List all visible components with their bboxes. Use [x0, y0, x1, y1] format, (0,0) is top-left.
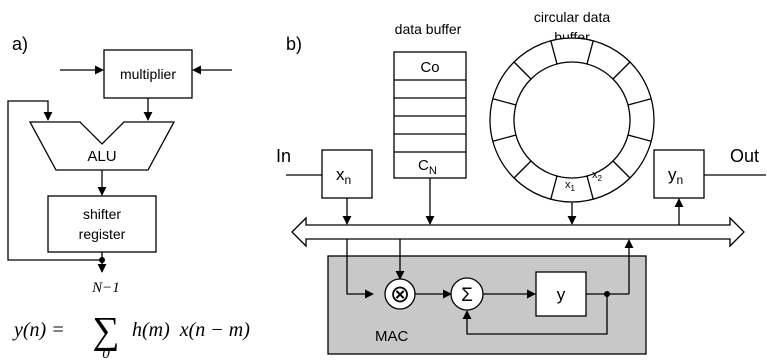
- panel-a-label: a): [12, 34, 28, 54]
- ring-segment-divider: [550, 40, 558, 65]
- xn-label: xn: [336, 165, 351, 187]
- circular-buffer-segments: [492, 40, 652, 200]
- circular-buffer-title-line1: circular data: [534, 9, 610, 25]
- mac-label: MAC: [375, 328, 409, 345]
- ring-segment-divider: [550, 175, 558, 200]
- shifter-label-line2: register: [79, 226, 126, 242]
- multiplier-box: [103, 49, 193, 99]
- ring-segment-divider: [612, 61, 631, 80]
- accumulator-feedback-arrow: [462, 294, 608, 335]
- formula-rhs: h(m) x(n − m): [132, 319, 250, 341]
- ring-segment-divider: [627, 98, 652, 106]
- ring-segment-divider: [627, 134, 652, 142]
- ring-segment-divider: [586, 175, 594, 200]
- formula-lhs: y(n) =: [12, 319, 65, 341]
- circ-x1-label: x1: [565, 179, 576, 193]
- data-buffer-box: [393, 51, 467, 179]
- data-buffer-title: data buffer: [395, 21, 462, 37]
- y-register-label: y: [557, 285, 566, 304]
- ring-segment-divider: [492, 98, 517, 106]
- ring-segment-divider: [612, 160, 631, 179]
- mac-region: [327, 255, 647, 355]
- ring-segment-divider: [586, 40, 594, 65]
- xn-to-multiplier-arrow: [346, 239, 374, 299]
- convolution-formula: y(n) = N−1 ∑ 0 h(m) x(n − m): [12, 280, 250, 362]
- shifter-label-line1: shifter: [83, 206, 121, 222]
- ring-segment-divider: [492, 134, 517, 142]
- in-label: In: [276, 146, 291, 166]
- buffer-bottom-label: CN: [418, 157, 437, 177]
- ring-segment-divider: [513, 61, 532, 80]
- multiply-symbol: ⊗: [390, 281, 410, 308]
- sum-symbol: Σ: [461, 285, 473, 306]
- shifter-register-box: [47, 195, 157, 253]
- panel-a: a) multiplier ALU shifter register y(n) …: [7, 34, 250, 362]
- panel-b-label: b): [286, 34, 302, 54]
- circular-buffer: [489, 37, 655, 203]
- yn-label: yn: [668, 165, 683, 187]
- y-register-box: [535, 271, 587, 317]
- formula-sigma: ∑: [92, 310, 119, 352]
- feedback-loop-arrow: [7, 100, 102, 261]
- multiplier-label: multiplier: [120, 66, 176, 82]
- formula-sum-top: N−1: [91, 280, 120, 296]
- ring-segment-divider: [513, 160, 532, 179]
- yn-box: [653, 149, 705, 199]
- alu-shape: [28, 121, 176, 171]
- alu-label: ALU: [87, 148, 116, 165]
- out-label: Out: [730, 146, 759, 166]
- xn-box: [321, 149, 373, 199]
- formula-sum-bottom: 0: [102, 346, 110, 362]
- panel-b: b) MAC In xn data buffer Co CN circular …: [276, 9, 766, 355]
- circ-x2-label: x2: [592, 169, 603, 183]
- data-bus: [291, 216, 745, 248]
- buffer-top-label: Co: [420, 59, 439, 76]
